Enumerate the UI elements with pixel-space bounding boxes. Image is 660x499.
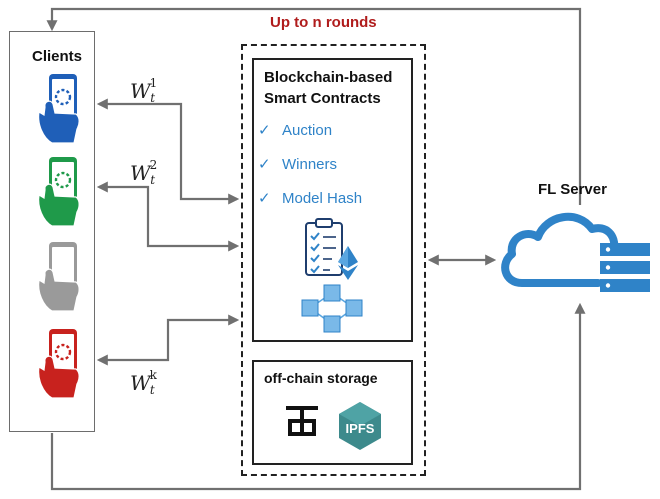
clientk-arrow [96,314,240,366]
loop-bottom-arrow [50,302,586,491]
ipfs-logo-icon: IPFS [339,402,381,450]
ipfs-label: IPFS [346,421,375,436]
storage-logo-icon [286,406,318,436]
blockchain-cubes-icon [301,284,363,333]
check-icon: ✓ [258,122,271,139]
off-chain-storage-panel [252,360,413,465]
client-phone-green-icon [38,157,80,227]
contract-item-auction: ✓Auction [258,122,333,139]
smart-contracts-title-line1: Blockchain-based [264,69,393,86]
storage-title: off-chain storage [264,370,378,386]
contract-item-winners: ✓Winners [258,156,338,173]
client2-arrow [96,181,240,252]
rounds-container [241,44,426,476]
weight-label-client-1: W1t [130,76,158,105]
weight-label-client-2: W2t [130,158,158,187]
cloud-server-icon [501,212,650,292]
rounds-label: Up to n rounds [270,14,377,31]
fl-server-title: FL Server [538,181,607,198]
smart-contracts-panel [252,58,413,342]
check-icon: ✓ [258,156,271,173]
weight-label-client-k: Wkt [130,368,157,397]
client-phone-gray-icon [38,242,80,312]
client1-arrow [96,98,240,205]
client-phone-red-icon [38,329,80,399]
contract-item-model-hash: ✓Model Hash [258,190,363,207]
clients-title: Clients [31,48,82,65]
smart-contracts-title: Blockchain-based Smart Contracts [264,67,409,109]
clipboard-ethereum-icon [305,218,358,280]
loop-top-arrow [46,7,582,205]
smart-contracts-title-line2: Smart Contracts [264,90,381,107]
client-phone-blue-icon [38,74,80,144]
check-icon: ✓ [258,190,271,207]
